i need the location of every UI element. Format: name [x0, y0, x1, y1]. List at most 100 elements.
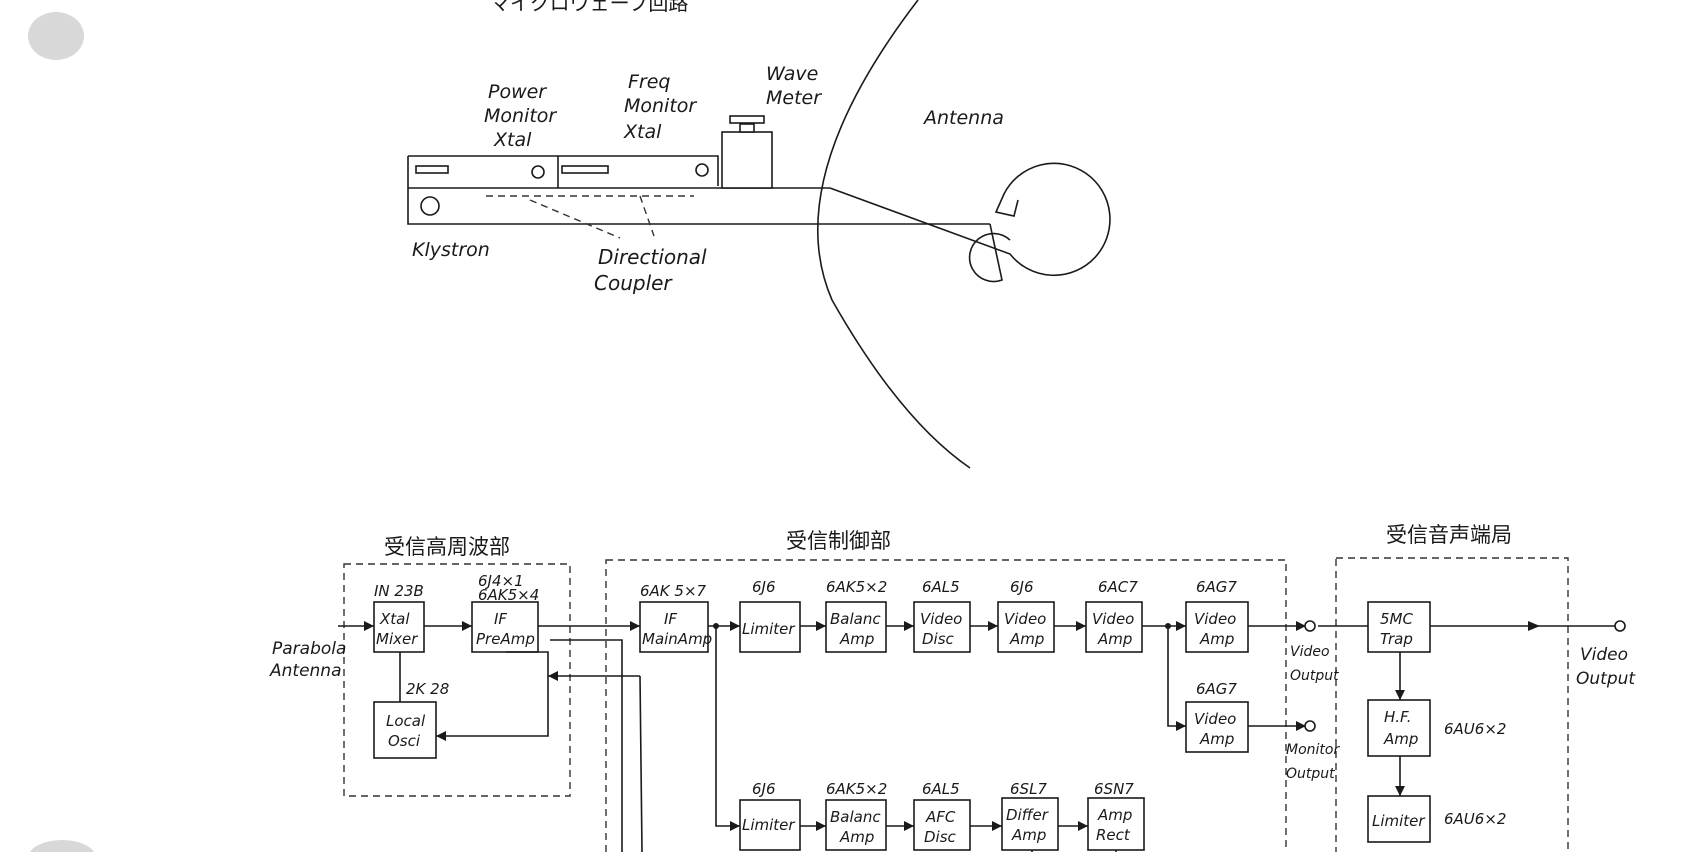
tube-lim3: 6AU6×2 [1444, 810, 1506, 828]
monitor-output-line2: Output [1286, 766, 1335, 782]
tube-rect: 6SN7 [1094, 780, 1134, 798]
svg-text:Disc: Disc [924, 828, 957, 846]
svg-text:Amp: Amp [839, 630, 874, 648]
video-output-1-line1: Video [1290, 644, 1330, 660]
svg-text:Trap: Trap [1380, 630, 1413, 648]
svg-text:Video: Video [920, 610, 962, 628]
svg-text:Video: Video [1194, 710, 1236, 728]
svg-text:Parabola: Parabola [272, 639, 346, 659]
svg-text:Meter: Meter [766, 87, 822, 109]
tube-local: 2K 28 [406, 680, 449, 698]
svg-text:Power: Power [488, 81, 547, 103]
svg-text:MainAmp: MainAmp [642, 630, 712, 648]
svg-text:Video: Video [1004, 610, 1046, 628]
section-audio-frame [1335, 557, 1569, 852]
svg-text:Xtal: Xtal [623, 121, 662, 143]
svg-text:Amp: Amp [1097, 806, 1132, 824]
tube-mainamp: 6AK 5×7 [640, 582, 707, 600]
svg-text:Amp: Amp [839, 828, 874, 846]
svg-text:Amp: Amp [1097, 630, 1132, 648]
block-video-disc: Video Disc [913, 601, 971, 653]
section-audio-title: 受信音声端局 [1386, 523, 1512, 547]
power-monitor-label: Power Monitor Xtal [484, 81, 557, 151]
svg-text:Limiter: Limiter [1372, 812, 1425, 830]
arrowheads [364, 621, 1540, 831]
tube-vamp4: 6AG7 [1196, 680, 1237, 698]
block-limiter-1: Limiter [739, 601, 801, 653]
svg-text:Monitor: Monitor [624, 95, 697, 117]
video-output-1-line2: Output [1290, 668, 1339, 684]
tube-labels: IN 23B 6J4×1 6AK5×4 2K 28 6AK 5×7 6J6 6A… [374, 572, 1506, 828]
svg-text:Balanc: Balanc [830, 808, 881, 826]
tube-mixer: IN 23B [374, 582, 424, 600]
scan-blob [29, 840, 95, 852]
svg-text:Amp: Amp [1383, 730, 1418, 748]
svg-text:H.F.: H.F. [1384, 708, 1412, 726]
svg-text:Directional: Directional [598, 245, 707, 269]
klystron-label: Klystron [412, 239, 490, 261]
svg-text:Amp: Amp [1009, 630, 1044, 648]
monitor-output-line1: Monitor [1286, 742, 1340, 758]
svg-text:Monitor: Monitor [484, 105, 557, 127]
block-xtal-mixer: Xtal Mixer [373, 601, 425, 653]
svg-text:Xtal: Xtal [493, 129, 532, 151]
block-video-amp-4: Video Amp [1185, 701, 1249, 753]
wave-meter-label: Wave Meter [766, 63, 822, 109]
svg-text:Wave: Wave [766, 63, 818, 85]
svg-text:Limiter: Limiter [742, 620, 795, 638]
svg-text:Disc: Disc [922, 630, 955, 648]
section-rf-title: 受信高周波部 [384, 535, 510, 559]
video-output-2-label: Video Output [1576, 645, 1636, 689]
terminal-monitor-output [1304, 720, 1316, 732]
svg-text:5MC: 5MC [1380, 610, 1413, 628]
block-limiter-2: Limiter [739, 799, 801, 851]
svg-text:Local: Local [386, 712, 426, 730]
tube-diff: 6SL7 [1010, 780, 1047, 798]
svg-text:Video: Video [1580, 645, 1628, 665]
block-local-osci: Local Osci [373, 701, 437, 759]
svg-text:PreAmp: PreAmp [476, 630, 535, 648]
svg-text:Coupler: Coupler [594, 271, 673, 295]
tube-vamp2: 6AC7 [1098, 578, 1138, 596]
svg-text:Freq: Freq [628, 71, 671, 93]
block-balanc-amp-2: Balanc Amp [825, 799, 887, 851]
freq-monitor-label: Freq Monitor Xtal [623, 71, 697, 143]
tube-bal1: 6AK5×2 [826, 578, 887, 596]
tube-bal2: 6AK5×2 [826, 780, 887, 798]
svg-text:Video: Video [1194, 610, 1236, 628]
antenna-label: Antenna [922, 107, 1004, 129]
block-video-amp-2: Video Amp [1085, 601, 1143, 653]
tube-vamp3: 6AG7 [1196, 578, 1237, 596]
svg-text:Limiter: Limiter [742, 816, 795, 834]
directional-coupler-label: Directional Coupler [594, 245, 707, 295]
output-labels: Video Output Monitor Output [1286, 644, 1340, 782]
svg-text:Video: Video [1092, 610, 1134, 628]
tube-lim1: 6J6 [752, 578, 776, 596]
svg-text:Osci: Osci [388, 732, 421, 750]
svg-text:IF: IF [494, 610, 507, 628]
svg-text:Antenna: Antenna [269, 661, 342, 681]
svg-text:Xtal: Xtal [379, 610, 410, 628]
block-afc-disc: AFC Disc [913, 799, 971, 851]
svg-text:IF: IF [664, 610, 677, 628]
tube-preamp-1: 6J4×1 [478, 572, 524, 590]
block-hf-amp: H.F. Amp [1367, 699, 1431, 757]
block-video-amp-1: Video Amp [997, 601, 1055, 653]
block-5mc-trap: 5MC Trap [1367, 601, 1431, 653]
terminal-video-output-2 [1614, 620, 1626, 632]
svg-text:Amp: Amp [1199, 630, 1234, 648]
svg-text:Rect: Rect [1096, 826, 1131, 844]
scan-blob [28, 12, 84, 60]
svg-text:Balanc: Balanc [830, 610, 881, 628]
tube-lim2: 6J6 [752, 780, 776, 798]
tube-afc: 6AL5 [922, 780, 960, 798]
block-amp-rect: Amp Rect [1087, 797, 1145, 851]
svg-text:Differ: Differ [1006, 806, 1049, 824]
svg-text:Output: Output [1576, 669, 1636, 689]
tube-hfamp: 6AU6×2 [1444, 720, 1506, 738]
svg-text:AFC: AFC [925, 808, 956, 826]
section-control-frame [605, 559, 1287, 852]
tube-preamp-2: 6AK5×4 [478, 586, 539, 604]
waveguide-drawing [407, 0, 1111, 469]
svg-text:Mixer: Mixer [376, 630, 418, 648]
